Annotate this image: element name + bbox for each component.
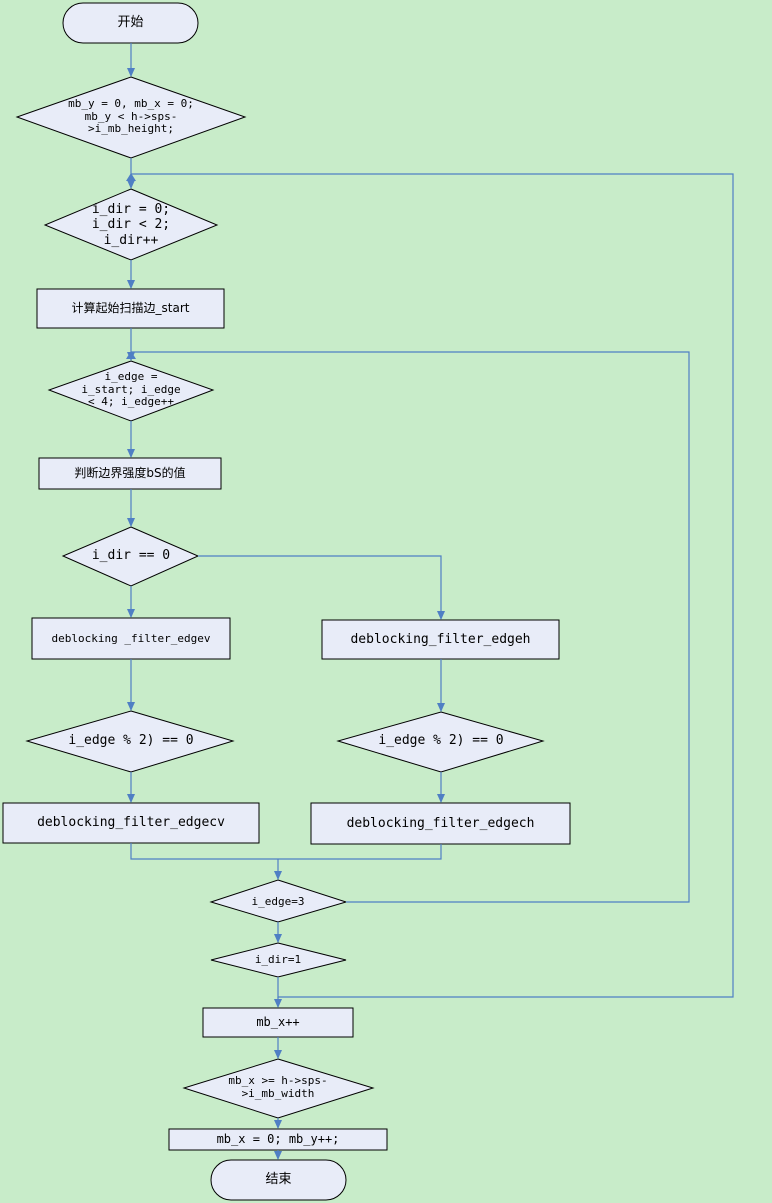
merge-line: [130, 843, 442, 860]
loop-back-edge-arrowhead: [126, 351, 136, 359]
calc-start-box: [36, 288, 225, 329]
end-terminal-shape: [210, 1159, 347, 1201]
filter-edgeh-box: [321, 619, 560, 660]
loop-back-edge: [131, 351, 690, 903]
cond-dir-1-diamond: [210, 942, 347, 978]
loop-back-outer: [131, 173, 734, 998]
loop-back-outer-arrowhead: [126, 173, 136, 181]
loop-i-edge-diamond: [47, 360, 215, 422]
cond-edge-3-diamond: [209, 879, 348, 923]
reset-mb-box: [168, 1128, 388, 1151]
mb-x-inc-box: [202, 1007, 354, 1038]
judge-bs-box: [38, 457, 222, 490]
filter-edgecv-box: [2, 802, 260, 844]
loop-i-dir-diamond: [43, 188, 219, 261]
cond-mb-x-diamond: [182, 1058, 375, 1119]
cond-i-dir-diamond: [61, 526, 200, 587]
cond-edge-left-diamond: [25, 710, 235, 773]
loop-mb-y-diamond: [15, 76, 247, 159]
start-terminal-shape: [62, 2, 199, 44]
arrow-cond-dir-to-edgeh: [198, 555, 445, 620]
filter-edgev-box: [31, 617, 231, 660]
filter-edgech-box: [310, 802, 571, 845]
cond-edge-right-diamond: [336, 711, 545, 773]
